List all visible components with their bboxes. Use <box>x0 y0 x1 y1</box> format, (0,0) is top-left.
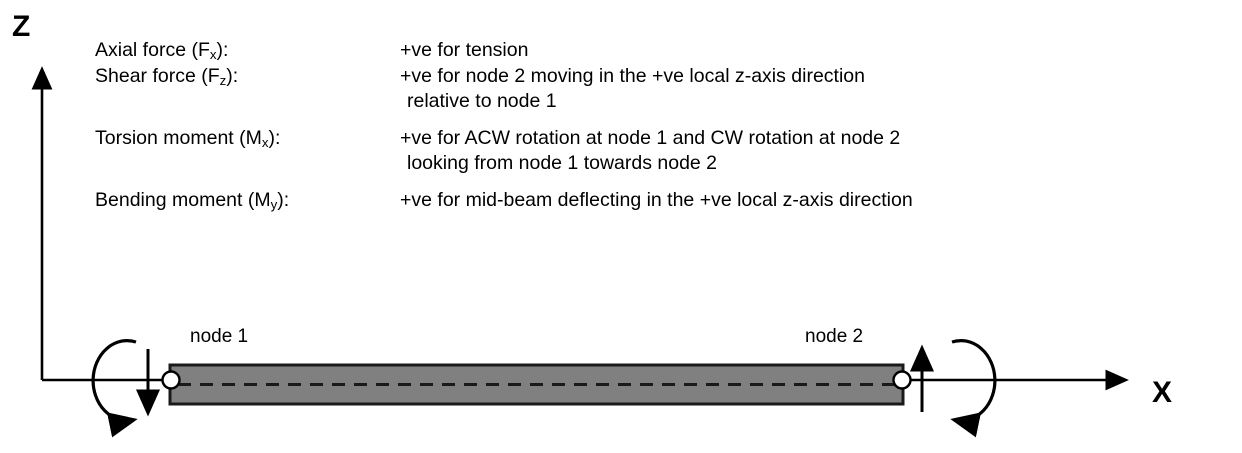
legend-term-torsion-moment: Torsion moment (Mx): <box>95 127 281 151</box>
legend-def-torsion-moment: +ve for ACW rotation at node 1 and CW ro… <box>400 126 1235 176</box>
legend-term-bending-moment: Bending moment (My): <box>95 189 290 213</box>
subscript-y: y <box>270 197 278 213</box>
legend-term-shear-force: Shear force (Fz): <box>95 65 239 89</box>
z-axis-label: Z <box>12 10 31 43</box>
subscript-x: x <box>261 135 269 151</box>
node-2-label: node 2 <box>805 326 864 347</box>
subscript-x: x <box>209 47 217 63</box>
legend-row-bending-moment: Bending moment (My): +ve for mid-beam de… <box>95 188 1235 214</box>
subscript-z: z <box>219 73 227 89</box>
torsion-moment-arrow-node-2 <box>950 339 997 438</box>
legend-row-axial-force: Axial force (Fx): +ve for tension <box>95 38 1235 64</box>
x-axis-label: X <box>1152 376 1173 409</box>
legend-def-shear-force: +ve for node 2 moving in the +ve local z… <box>400 64 1235 114</box>
sign-convention-legend: Axial force (Fx): +ve for tension Shear … <box>95 38 1235 214</box>
legend-def-torsion-moment-cont: looking from node 1 towards node 2 <box>407 152 718 174</box>
torsion-moment-arrow-node-1 <box>91 339 138 438</box>
node-2-marker <box>892 370 912 390</box>
legend-def-axial-force: +ve for tension <box>400 39 529 61</box>
node-1-marker <box>161 370 181 390</box>
legend-def-bending-moment: +ve for mid-beam deflecting in the +ve l… <box>400 189 913 211</box>
node-1-label: node 1 <box>190 326 249 347</box>
legend-row-shear-force: Shear force (Fz): +ve for node 2 moving … <box>95 64 1235 114</box>
legend-def-shear-force-cont: relative to node 1 <box>407 90 557 112</box>
legend-term-axial-force: Axial force (Fx): <box>95 39 229 63</box>
legend-row-torsion-moment: Torsion moment (Mx): +ve for ACW rotatio… <box>95 126 1235 176</box>
